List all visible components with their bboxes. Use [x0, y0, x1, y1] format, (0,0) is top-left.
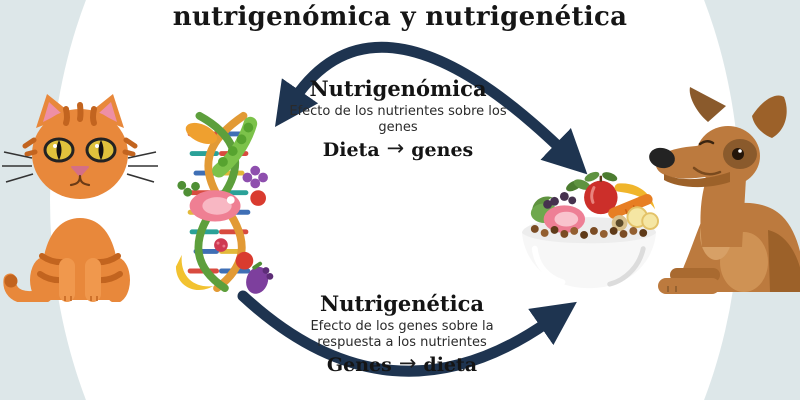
- cat-mouth: [69, 174, 91, 187]
- grapes-icon: [242, 165, 268, 189]
- bowl-food: [530, 171, 659, 239]
- nutrigenetica-formula: Genes → dieta: [262, 350, 542, 377]
- meat-icon: [189, 190, 241, 222]
- nutrigenomica-line1: Efecto de los nutrientes sobre los: [289, 104, 507, 119]
- bowl-shadow: [607, 246, 646, 287]
- formula-from: Genes: [326, 353, 392, 376]
- cat-body: [30, 218, 130, 302]
- eggplant-icon: [246, 261, 274, 294]
- cat-illustration: [2, 94, 158, 302]
- dog-smile: [692, 166, 722, 176]
- tomato2-icon: [235, 251, 254, 270]
- raspberry-icon: [214, 238, 228, 252]
- cat-whiskers: [2, 151, 158, 183]
- nutrigenetica-heading: Nutrigenética: [320, 291, 484, 316]
- cat-tail-tip: [4, 274, 18, 288]
- nutrigenomica-heading: Nutrigenómica: [309, 76, 487, 101]
- banana-icon: [175, 254, 214, 291]
- nutrigenomica-formula: Dieta → genes: [258, 135, 538, 162]
- nutrigenetica-line2: respuesta a los nutrientes: [317, 335, 487, 351]
- nutrigenomica-line2: genes: [378, 120, 418, 136]
- nutrigenetica-section: Nutrigenética Efecto de los genes sobre …: [262, 291, 542, 377]
- cat-nose: [71, 166, 89, 177]
- formula-from: Dieta: [322, 138, 380, 161]
- dna-food-helix-illustration: [175, 111, 274, 294]
- apple-icon: [584, 171, 618, 215]
- tomato-icon: [250, 190, 266, 206]
- dog-far-ear: [752, 95, 787, 138]
- formula-to: dieta: [423, 353, 478, 376]
- dog-head: [649, 87, 760, 247]
- carrot-icon: [185, 122, 217, 144]
- bowl-highlight: [531, 245, 566, 286]
- dog-eye: [732, 148, 744, 160]
- dog-illustration: [649, 87, 800, 294]
- cat-eyes: [43, 137, 117, 163]
- food-bowl-illustration: [521, 171, 659, 289]
- right-arrow-icon: →: [386, 135, 405, 160]
- right-arrow-icon: →: [398, 350, 417, 375]
- dog-closed-eye: [698, 140, 715, 146]
- cat-head: [2, 94, 158, 199]
- nutrigenomica-section: Nutrigenómica Efecto de los nutrientes s…: [258, 76, 538, 162]
- dog-near-ear: [689, 87, 726, 122]
- formula-to: genes: [411, 138, 474, 161]
- nutrigenetica-description: Efecto de los genes sobre la respuesta a…: [262, 319, 542, 352]
- pea-pod-icon: [212, 116, 258, 178]
- page-title: nutrigenómica y nutrigenética: [172, 2, 628, 32]
- bowl-body: [521, 232, 657, 289]
- parsley-icon: [177, 180, 200, 197]
- nutrigenomica-description: Efecto de los nutrientes sobre los genes: [258, 104, 538, 137]
- dog-nose: [649, 147, 675, 169]
- nutrigenetica-line1: Efecto de los genes sobre la: [310, 319, 494, 334]
